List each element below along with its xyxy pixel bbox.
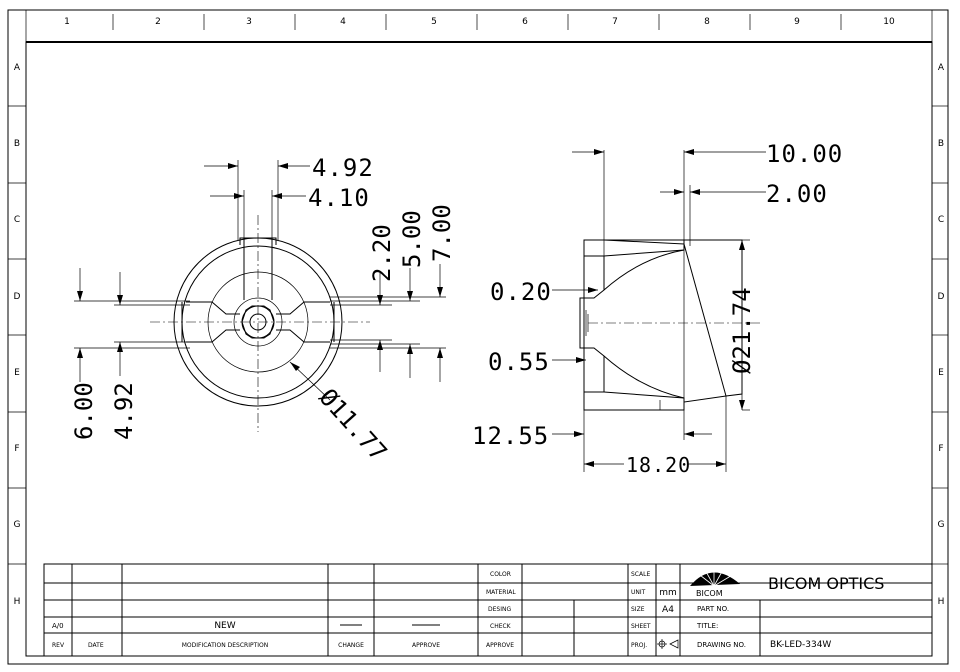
row-label: E: [938, 368, 944, 378]
dimension-label: 4.10: [308, 184, 370, 212]
row-label: H: [938, 597, 945, 607]
row-label: A: [938, 63, 945, 73]
label-sheet: SHEET: [631, 623, 651, 630]
row-label: A: [14, 63, 21, 73]
column-label: 5: [431, 17, 437, 27]
row-label: D: [14, 292, 21, 302]
dimension-label: Ø21.74: [728, 287, 756, 374]
column-label: 1: [64, 17, 70, 27]
projection-symbol-icon: [657, 639, 679, 649]
label-approve: APPROVE: [486, 642, 514, 649]
row-label: B: [938, 139, 944, 149]
dimension-label: 2.00: [766, 180, 828, 208]
dimension-label: 4.92: [312, 154, 374, 182]
header-modification: MODIFICATION DESCRIPTION: [182, 642, 269, 649]
label-proj: PROJ.: [631, 642, 647, 649]
header-approve: APPROVE: [412, 642, 440, 649]
column-label: 9: [794, 17, 800, 27]
row-label: G: [14, 520, 21, 530]
revision-description: NEW: [214, 621, 235, 631]
unit-value: mm: [659, 588, 677, 598]
dimension-label: 0.55: [488, 348, 550, 376]
side-view: 10.00 2.00 0.20 0.55 12.55 18.20 Ø21.74: [472, 140, 843, 477]
dimension-label: 7.00: [428, 204, 456, 262]
dimension-label: Ø11.77: [314, 383, 393, 466]
front-view: 4.92 4.10 2.20 5.00 7.00 6.00 4.92 Ø11.7…: [70, 154, 456, 466]
label-scale: SCALE: [631, 571, 650, 578]
row-label: C: [14, 215, 20, 225]
column-label: 3: [246, 17, 252, 27]
label-color: COLOR: [490, 571, 511, 578]
row-label: B: [14, 139, 20, 149]
company-name: BICOM OPTICS: [768, 574, 884, 593]
row-label: D: [938, 292, 945, 302]
dimension-label: 5.00: [398, 210, 426, 268]
row-label: H: [14, 597, 21, 607]
revision-code: A/0: [52, 622, 64, 630]
label-size: SIZE: [631, 606, 645, 613]
label-desing: DESING: [488, 606, 511, 613]
svg-text:BICOM: BICOM: [696, 589, 723, 598]
column-label: 4: [340, 17, 346, 27]
dimension-label: 6.00: [70, 382, 98, 440]
drawing-number: BK-LED-334W: [770, 640, 831, 650]
header-date: DATE: [88, 642, 104, 649]
dimension-label: 10.00: [766, 140, 843, 168]
label-title: TITLE:: [696, 622, 718, 630]
header-rev: REV: [52, 642, 65, 649]
label-check: CHECK: [490, 623, 512, 630]
dimension-label: 4.92: [110, 382, 138, 440]
row-label: F: [938, 444, 943, 454]
column-label: 6: [522, 17, 528, 27]
size-value: A4: [662, 605, 674, 615]
dimension-label: 2.20: [368, 224, 396, 282]
row-label: E: [14, 368, 20, 378]
header-change: CHANGE: [338, 642, 364, 649]
label-material: MATERIAL: [486, 589, 516, 596]
label-drawing-no: DRAWING NO.: [697, 641, 746, 649]
label-part-no: PART NO.: [697, 605, 729, 613]
label-unit: UNIT: [631, 589, 646, 596]
column-label: 10: [883, 17, 895, 27]
bicom-logo-icon: BICOM: [690, 566, 740, 598]
row-label: C: [938, 215, 944, 225]
row-label: G: [938, 520, 945, 530]
dimension-label: 12.55: [472, 422, 549, 450]
dimension-label: 0.20: [490, 278, 552, 306]
column-label: 8: [704, 17, 710, 27]
dimension-label: 18.20: [626, 453, 691, 477]
column-label: 7: [612, 17, 618, 27]
column-label: 2: [155, 17, 161, 27]
row-label: F: [14, 444, 19, 454]
title-block: A/0 NEW REV DATE MODIFICATION DESCRIPTIO…: [43, 563, 933, 657]
